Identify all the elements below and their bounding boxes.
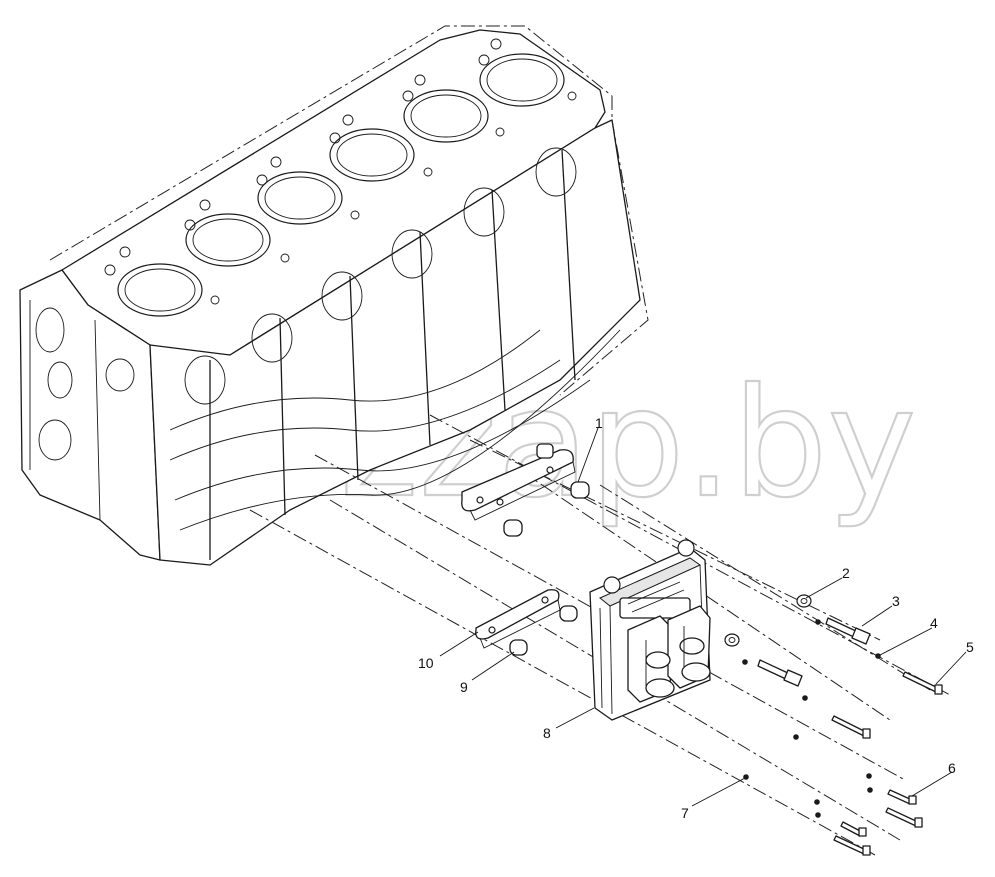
callout-5: 5 (966, 639, 974, 655)
callout-3: 3 (892, 593, 900, 609)
lower-bracket (475, 589, 578, 656)
callout-6: 6 (948, 760, 956, 776)
callout-4: 4 (930, 615, 938, 631)
callout-9: 9 (460, 679, 468, 695)
callout-labels: 1 2 3 4 5 6 7 8 9 10 (418, 415, 974, 821)
callout-10: 10 (418, 655, 434, 671)
upper-bracket (461, 443, 590, 537)
callout-2: 2 (842, 565, 850, 581)
control-unit (589, 539, 711, 721)
engine-block (19, 25, 649, 566)
callout-1: 1 (595, 415, 603, 431)
callout-7: 7 (681, 805, 689, 821)
callout-8: 8 (543, 725, 551, 741)
fasteners (724, 594, 943, 856)
leader-lines (439, 427, 967, 807)
